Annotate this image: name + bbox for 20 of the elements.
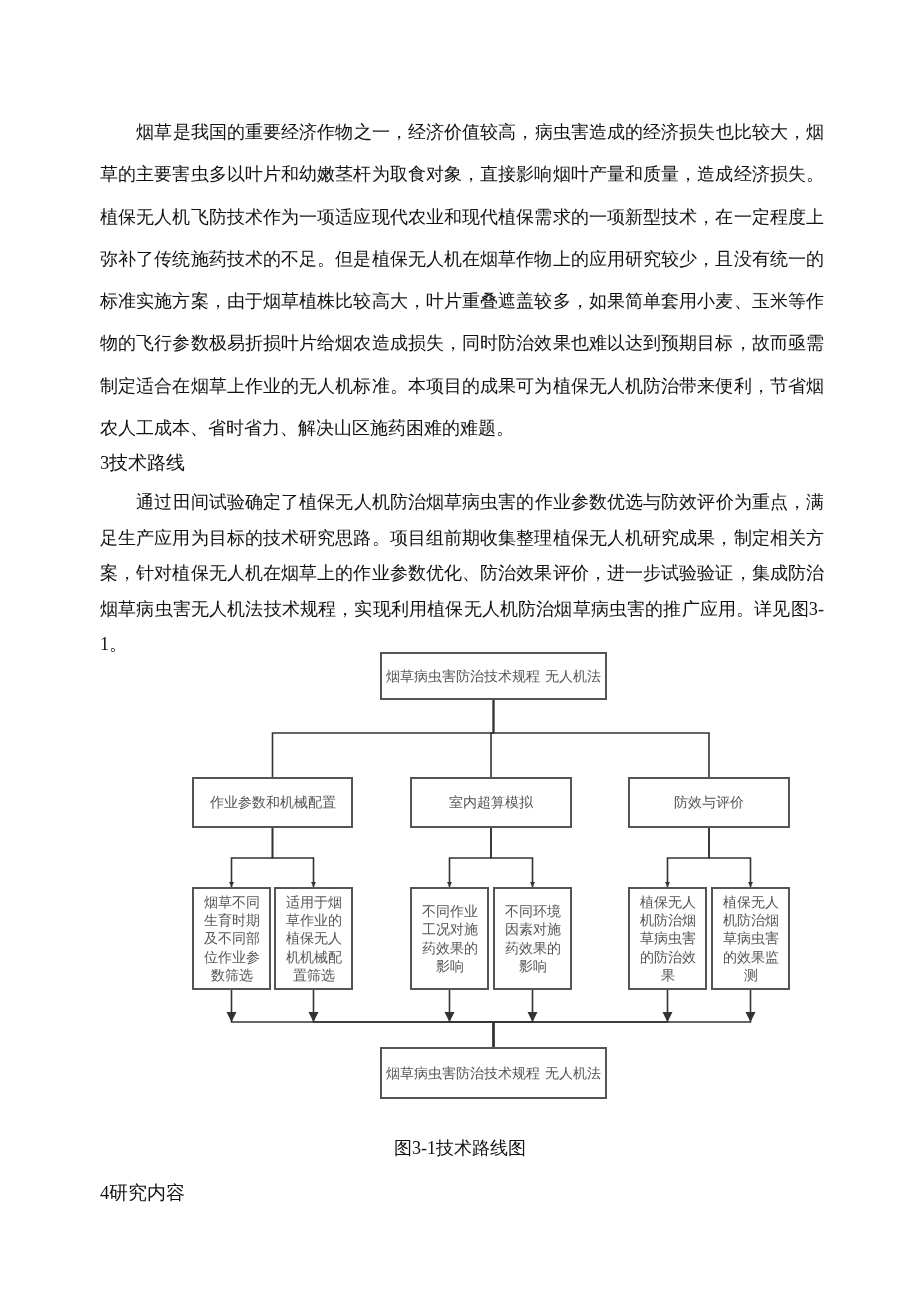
section-heading: 4研究内容 bbox=[100, 1182, 186, 1205]
figure-caption: 图3-1技术路线图 bbox=[393, 1137, 527, 1160]
process-box: 烟草病虫害防治技术规程 无人机法 bbox=[380, 652, 607, 700]
process-box: 不同作业工况对施药效果的影响 bbox=[410, 887, 489, 990]
process-box: 不同环境因素对施药效果的影响 bbox=[493, 887, 572, 990]
arrow bbox=[490, 827, 535, 888]
arrow bbox=[492, 989, 756, 1048]
process-box: 烟草病虫害防治技术规程 无人机法 bbox=[380, 1047, 607, 1099]
process-box: 作业参数和机械配置 bbox=[192, 777, 353, 828]
process-box: 防效与评价 bbox=[628, 777, 790, 828]
process-box: 适用于烟草作业的植保无人机机械配置筛选 bbox=[274, 887, 353, 990]
paragraph: 烟草是我国的重要经济作物之一，经济价值较高，病虫害造成的经济损失也比较大，烟草的主要害虫多以叶片和幼嫩茎杆为取食对象，直接影响烟叶产量和质量，造成经济损失。植保无人机飞防技术作为一项适应现代农业和现代植保需求的一项新型技术，在一定程度上弥补了传统施药技术的不足。但是植保无人机在烟草作物上的应用研究较少，且没有统一的标准实施方案，由于烟草植株比较高大，叶片重叠遮盖较多，如果简单套用小麦、玉米等作物的飞行参数极易折损叶片给烟农造成损失，同时防治效果也难以达到预期目标，故而亟需制定适合在烟草上作业的无人机标准。本项目的成果可为植保无人机防治带来便利，节省烟农人工成本、省时省力、解决山区施药困难的难题。 bbox=[100, 121, 824, 441]
section-heading: 3技术路线 bbox=[100, 452, 186, 475]
arrow bbox=[708, 827, 753, 888]
process-box: 烟草不同生育时期及不同部位作业参数筛选 bbox=[192, 887, 271, 990]
connector-line bbox=[492, 699, 710, 778]
arrow bbox=[271, 827, 316, 888]
process-box: 室内超算模拟 bbox=[410, 777, 572, 828]
process-box: 植保无人机防治烟草病虫害的效果监测 bbox=[711, 887, 790, 990]
process-box: 植保无人机防治烟草病虫害的防治效果 bbox=[628, 887, 707, 990]
